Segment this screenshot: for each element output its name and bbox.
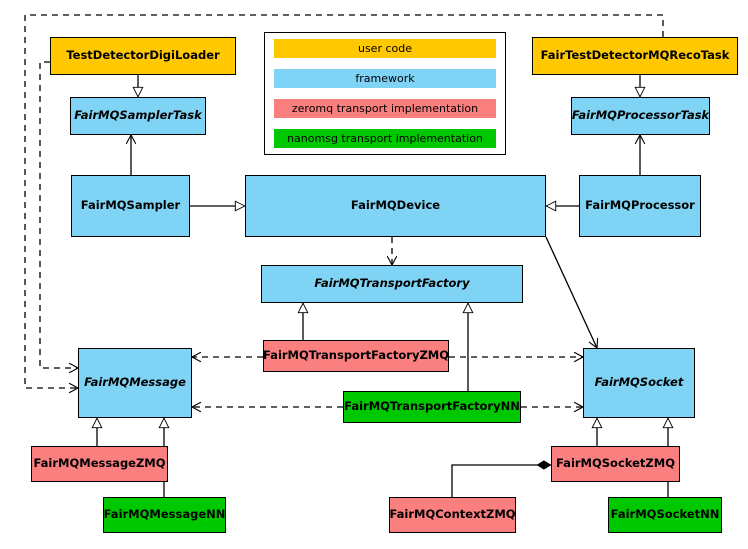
edge-recotask-message	[24, 14, 664, 394]
class-box-fairmqsampler[interactable]: FairMQSampler	[71, 175, 190, 237]
class-box-fairmqmessage[interactable]: FairMQMessage	[78, 348, 192, 418]
legend-label-user: user code	[357, 42, 413, 55]
class-box-fairmqsocketzmq[interactable]: FairMQSocketZMQ	[551, 446, 680, 482]
class-label: FairMQMessageZMQ	[33, 456, 166, 471]
class-box-fairmqtransportfactoryzmq[interactable]: FairMQTransportFactoryZMQ	[263, 340, 449, 372]
class-label: FairMQSocketNN	[610, 507, 720, 522]
class-label: FairMQSampler	[80, 198, 181, 213]
class-label: FairMQDevice	[350, 198, 441, 213]
class-label: FairMQSocket	[594, 375, 684, 390]
legend-row-nn: nanomsg transport implementation	[274, 129, 496, 148]
class-box-fairmqprocessor[interactable]: FairMQProcessor	[579, 175, 701, 237]
class-box-fairmqsocketnn[interactable]: FairMQSocketNN	[608, 497, 722, 533]
class-label: FairMQSocketZMQ	[556, 456, 675, 471]
class-label: FairMQProcessor	[585, 198, 695, 213]
class-box-fairtestdetectormqrecotask[interactable]: FairTestDetectorMQRecoTask	[532, 37, 738, 75]
class-label: FairMQProcessorTask	[571, 108, 710, 123]
class-label: FairMQMessageNN	[103, 507, 226, 522]
legend-label-zmq: zeromq transport implementation	[291, 102, 479, 115]
class-box-fairmqcontextzmq[interactable]: FairMQContextZMQ	[389, 497, 516, 533]
color-legend: user code framework zeromq transport imp…	[264, 32, 506, 155]
class-label: FairTestDetectorMQRecoTask	[540, 48, 730, 63]
class-label: FairMQContextZMQ	[389, 507, 516, 522]
legend-row-framework: framework	[274, 69, 496, 88]
class-box-fairmqsamplertask[interactable]: FairMQSamplerTask	[70, 97, 206, 135]
class-label: FairMQSamplerTask	[74, 108, 202, 123]
edge-device-socket	[545, 236, 599, 350]
class-label: FairMQMessage	[84, 375, 186, 390]
class-label: FairMQTransportFactoryNN	[344, 399, 520, 414]
legend-row-user: user code	[274, 39, 496, 58]
class-box-fairmqsocket[interactable]: FairMQSocket	[583, 348, 695, 418]
class-box-testdetectordigiloader[interactable]: TestDetectorDigiLoader	[50, 37, 236, 75]
edge-digiloader-message	[39, 61, 80, 374]
legend-label-framework: framework	[355, 72, 415, 85]
class-label: TestDetectorDigiLoader	[66, 48, 220, 63]
class-box-fairmqmessagenn[interactable]: FairMQMessageNN	[103, 497, 226, 533]
class-box-fairmqdevice[interactable]: FairMQDevice	[245, 175, 546, 237]
legend-label-nn: nanomsg transport implementation	[287, 132, 483, 145]
class-box-fairmqtransportfactory[interactable]: FairMQTransportFactory	[261, 265, 523, 303]
class-box-fairmqprocessortask[interactable]: FairMQProcessorTask	[571, 97, 710, 135]
class-box-fairmqtransportfactorynn[interactable]: FairMQTransportFactoryNN	[343, 391, 521, 423]
class-label: FairMQTransportFactoryZMQ	[263, 348, 450, 363]
class-box-fairmqmessagezmq[interactable]: FairMQMessageZMQ	[31, 446, 168, 482]
class-label: FairMQTransportFactory	[314, 276, 470, 291]
legend-row-zmq: zeromq transport implementation	[274, 99, 496, 118]
edge-contextzmq-socketzmq	[451, 465, 551, 497]
